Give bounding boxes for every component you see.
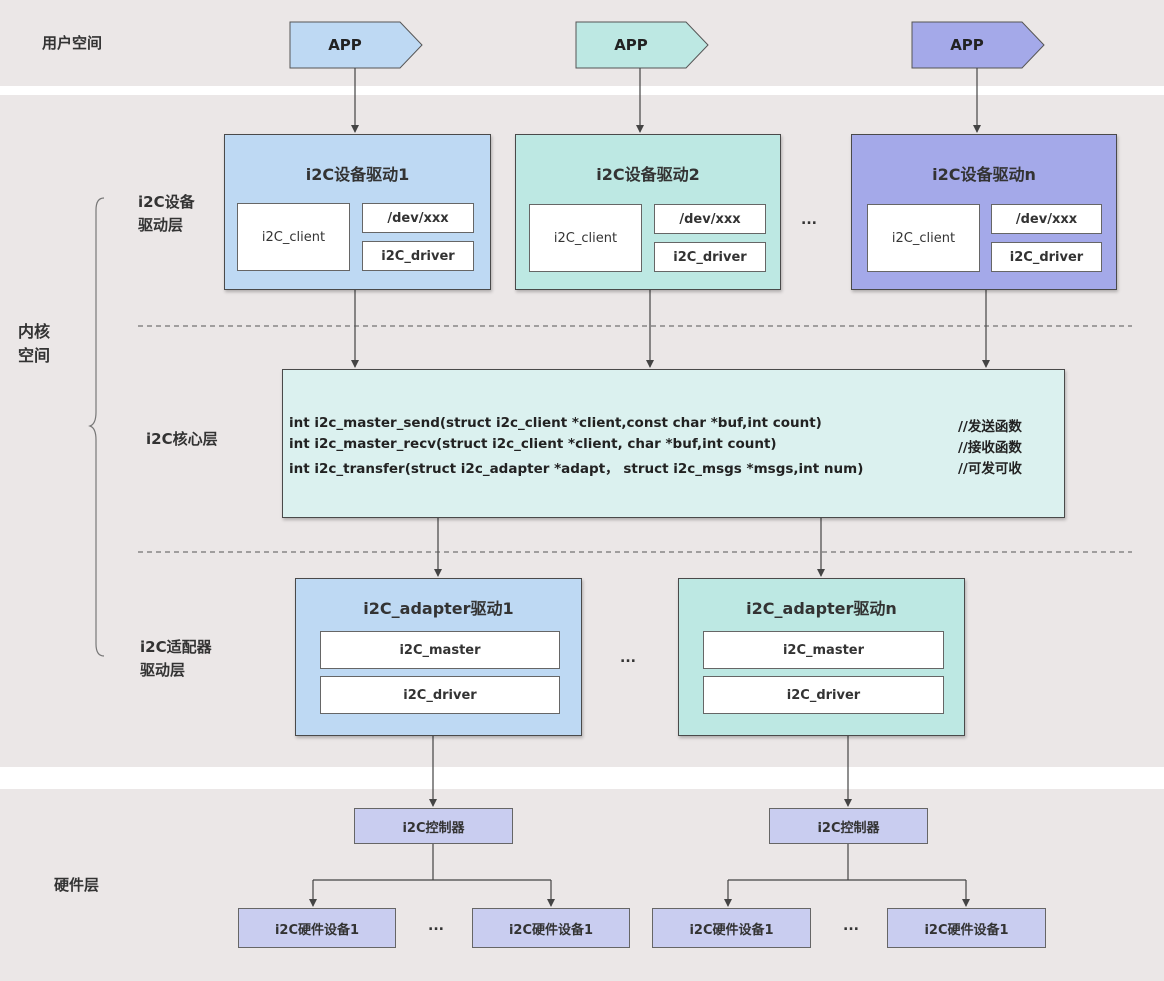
core-comment-3: //可发可收	[958, 461, 1022, 477]
adapter-driver-box-n: i2C_adapter驱动n i2C_master i2C_driver	[678, 578, 965, 736]
device-ellipsis: ...	[801, 212, 817, 228]
i2c-core-box: int i2c_master_send(struct i2c_client *c…	[282, 369, 1065, 518]
app-shape-3	[911, 21, 1045, 69]
adapter-driver-title: i2C_adapter驱动n	[746, 599, 897, 618]
dev-node: /dev/xxx	[991, 204, 1102, 234]
core-function-2: int i2c_master_recv(struct i2c_client *c…	[289, 436, 777, 452]
core-function-1: int i2c_master_send(struct i2c_client *c…	[289, 415, 822, 431]
core-comment-2: //接收函数	[958, 440, 1022, 456]
i2c-driver: i2C_driver	[703, 676, 944, 714]
core-layer-label: i2C核心层	[146, 430, 218, 448]
dev-node: /dev/xxx	[654, 204, 766, 234]
device-driver-title: i2C设备驱动1	[305, 165, 410, 184]
dev-node: /dev/xxx	[362, 203, 474, 233]
i2c-master: i2C_master	[320, 631, 560, 669]
hardware-ellipsis-1: ...	[428, 918, 444, 934]
hardware-ellipsis-2: ...	[843, 918, 859, 934]
i2c-hardware-device: i2C硬件设备1	[652, 908, 811, 948]
kernel-brace	[88, 197, 105, 657]
hardware-band	[0, 789, 1164, 981]
i2c-driver: i2C_driver	[654, 242, 766, 272]
device-driver-box-n: i2C设备驱动n i2C_client /dev/xxx i2C_driver	[851, 134, 1117, 290]
adapter-driver-layer-label: i2C适配器 驱动层	[140, 638, 212, 679]
app-shape-1	[289, 21, 423, 69]
i2c-client: i2C_client	[867, 204, 980, 272]
core-comment-1: //发送函数	[958, 419, 1022, 435]
i2c-controller-1: i2C控制器	[354, 808, 513, 844]
device-driver-title: i2C设备驱动n	[932, 165, 1036, 184]
i2c-controller-2: i2C控制器	[769, 808, 928, 844]
app-shape-2	[575, 21, 709, 69]
i2c-hardware-device: i2C硬件设备1	[472, 908, 630, 948]
device-driver-box-1: i2C设备驱动1 i2C_client /dev/xxx i2C_driver	[224, 134, 491, 290]
i2c-master: i2C_master	[703, 631, 944, 669]
hardware-layer-label: 硬件层	[54, 876, 100, 894]
i2c-hardware-device: i2C硬件设备1	[238, 908, 396, 948]
device-driver-title: i2C设备驱动2	[596, 165, 700, 184]
app-label-3: APP	[950, 36, 984, 54]
i2c-driver: i2C_driver	[991, 242, 1102, 272]
app-label-2: APP	[614, 36, 648, 54]
app-label-1: APP	[328, 36, 362, 54]
device-driver-layer-label: i2C设备 驱动层	[138, 193, 195, 234]
i2c-driver: i2C_driver	[362, 241, 474, 271]
i2c-client: i2C_client	[237, 203, 350, 271]
core-function-3: int i2c_transfer(struct i2c_adapter *ada…	[289, 461, 864, 477]
adapter-driver-box-1: i2C_adapter驱动1 i2C_master i2C_driver	[295, 578, 582, 736]
i2c-client: i2C_client	[529, 204, 642, 272]
device-driver-box-2: i2C设备驱动2 i2C_client /dev/xxx i2C_driver	[515, 134, 781, 290]
kernel-space-label: 内核 空间	[18, 322, 51, 365]
adapter-driver-title: i2C_adapter驱动1	[363, 599, 514, 618]
adapter-ellipsis: ...	[620, 650, 636, 666]
user-space-label: 用户空间	[42, 34, 103, 52]
i2c-hardware-device: i2C硬件设备1	[887, 908, 1046, 948]
i2c-driver: i2C_driver	[320, 676, 560, 714]
